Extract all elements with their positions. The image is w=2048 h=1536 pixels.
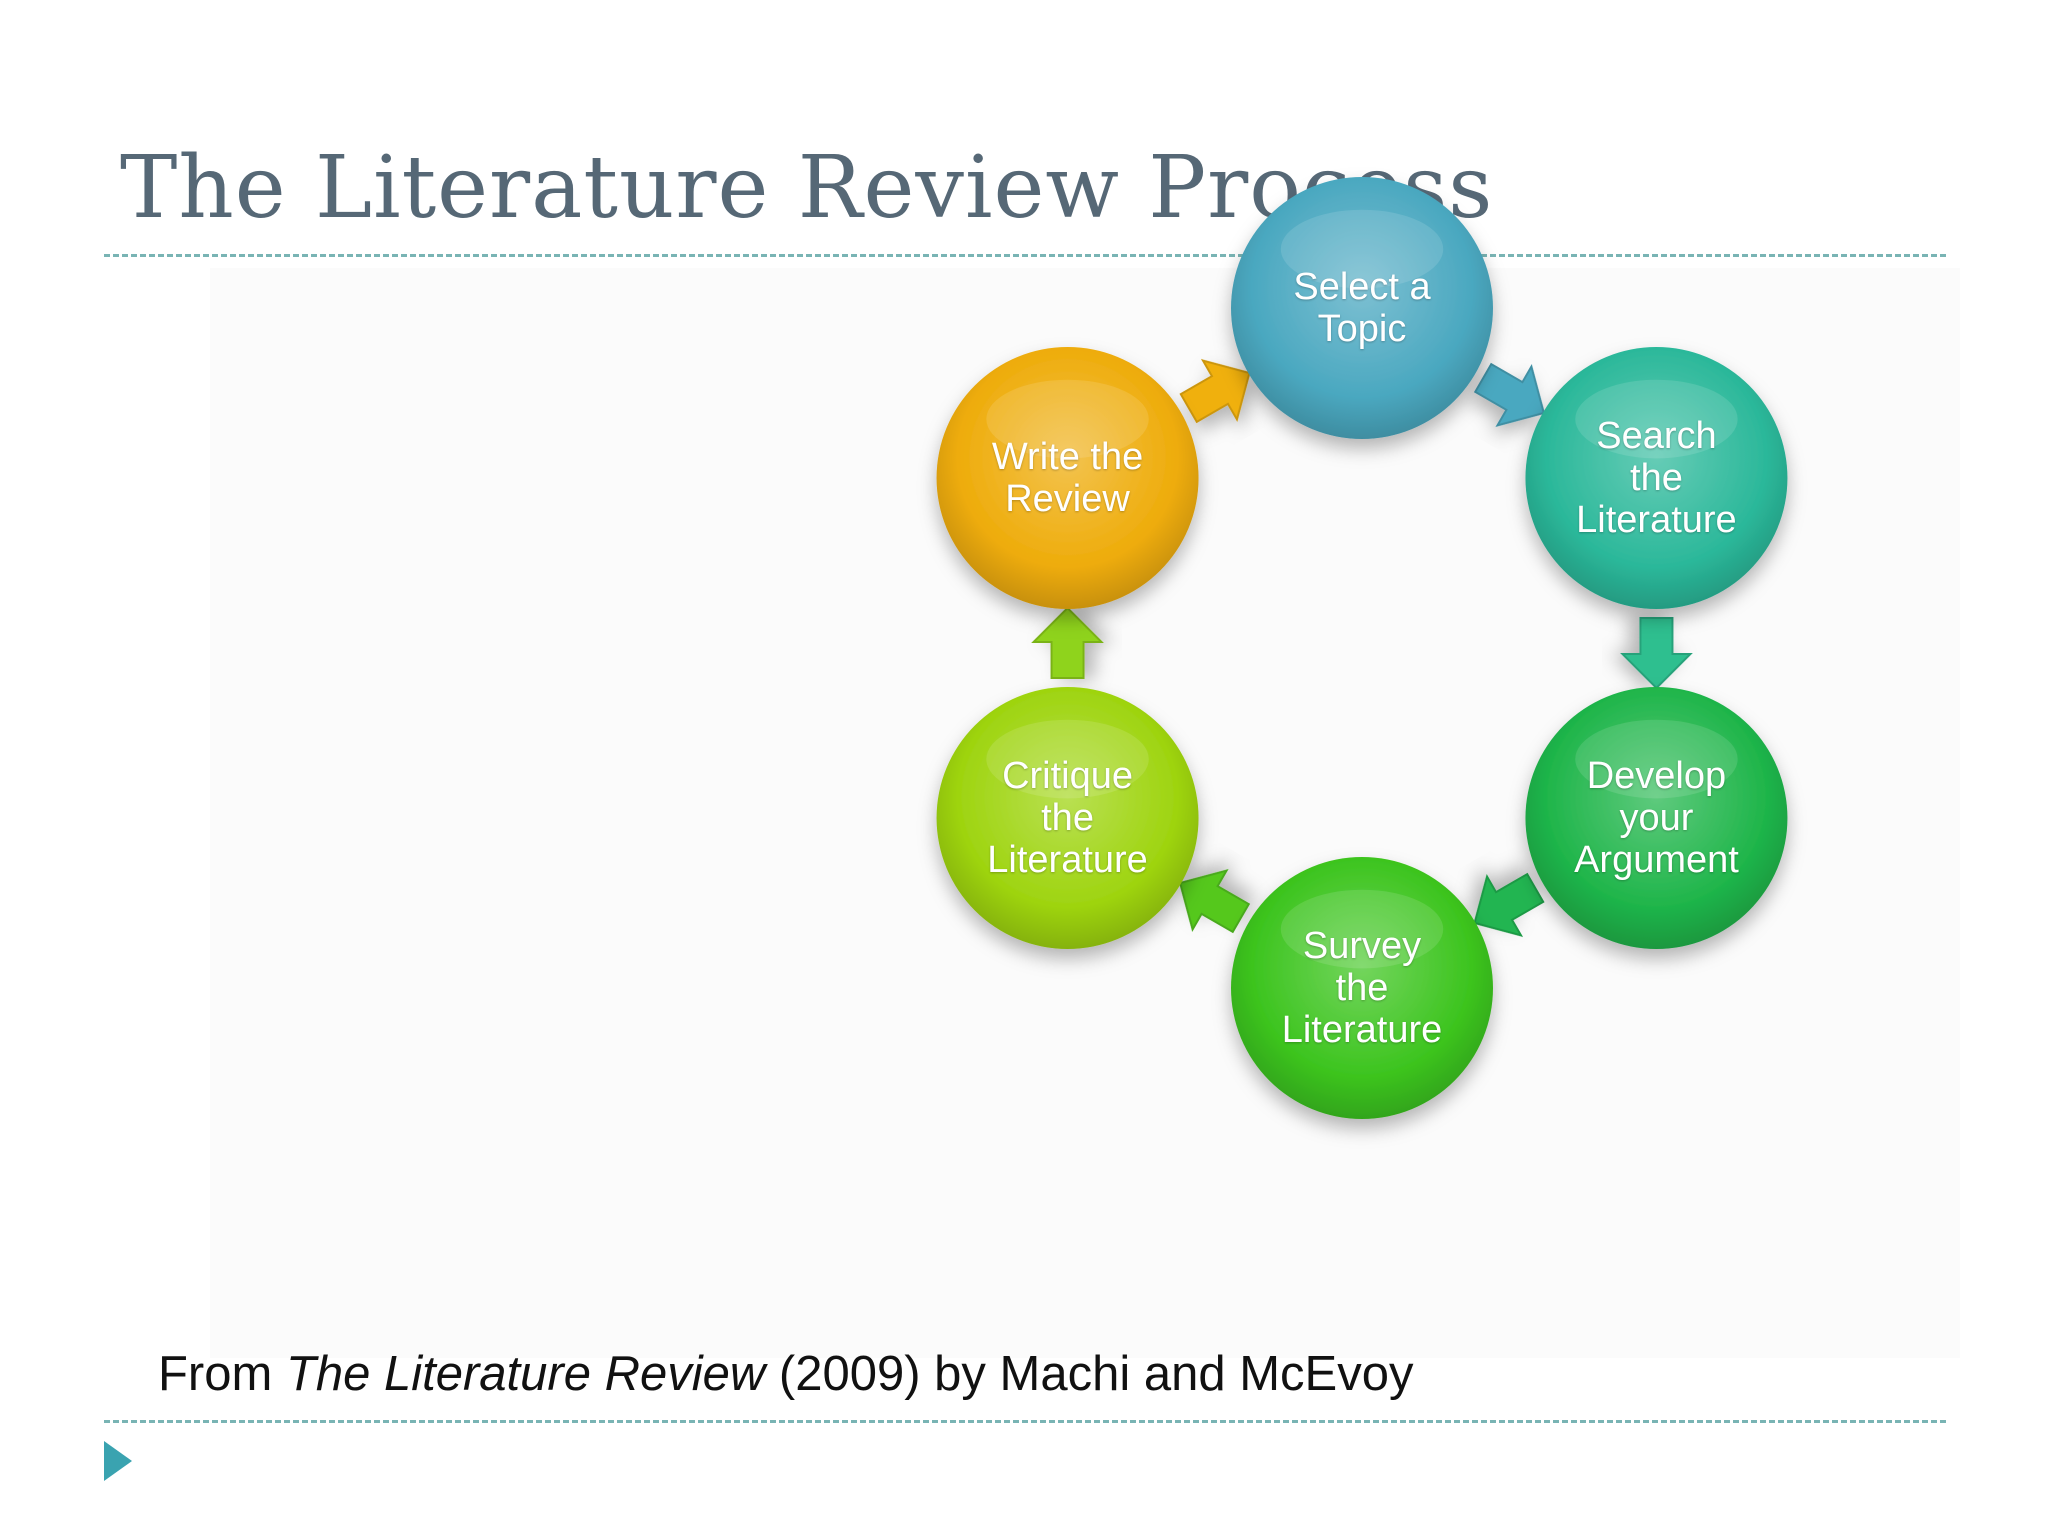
node-label-line: Literature <box>1281 1009 1443 1051</box>
arrow-shape <box>1473 872 1545 938</box>
node-label-line: Critique <box>1002 755 1134 797</box>
slide-title: The Literature Review Process <box>120 138 1494 238</box>
node-label-line: Write the <box>991 436 1144 478</box>
node-highlight <box>1575 719 1738 799</box>
node-label-line: Literature <box>987 839 1148 881</box>
source-caption: From The Literature Review (2009) by Mac… <box>158 1346 1413 1402</box>
node-label-line: Argument <box>1574 839 1739 881</box>
node-label-line: Survey <box>1302 925 1422 967</box>
caption-prefix: From <box>158 1347 286 1401</box>
node-label-line: the <box>1041 797 1094 839</box>
arrow-shape <box>1178 868 1251 934</box>
cycle-node-critique-the-literature <box>936 687 1199 949</box>
node-label-line: Review <box>1005 478 1130 520</box>
node-label-line: the <box>1630 457 1683 499</box>
node-highlight <box>1280 889 1444 969</box>
cycle-node-develop-your-argument <box>1525 687 1788 949</box>
cycle-node-survey-the-literature <box>1231 857 1493 1119</box>
triangle-right-icon <box>104 1441 132 1481</box>
node-highlight <box>986 379 1149 459</box>
node-label-line: Topic <box>1317 308 1407 350</box>
cycle-arrow-5 <box>1031 606 1104 679</box>
node-label-line: the <box>1335 967 1389 1009</box>
cycle-arrow-3 <box>1473 872 1545 938</box>
caption-book-title: The Literature Review <box>285 1347 766 1401</box>
cycle-arrow-4 <box>1178 868 1251 934</box>
footer-divider <box>104 1420 1946 1423</box>
cycle-node-select-a-topic <box>1231 177 1493 439</box>
node-label-line: Literature <box>1576 499 1737 541</box>
caption-suffix: (2009) by Machi and McEvoy <box>765 1347 1414 1401</box>
arrow-shape <box>1473 362 1546 428</box>
node-highlight <box>1280 209 1444 289</box>
node-highlight <box>986 719 1149 799</box>
arrow-shape <box>1620 617 1693 690</box>
arrow-shape <box>1179 358 1251 424</box>
node-label-line: Search <box>1596 415 1717 457</box>
cycle-arrow-2 <box>1620 617 1693 690</box>
cycle-node-search-the-literature <box>1525 347 1788 609</box>
node-label-line: Select a <box>1293 266 1431 308</box>
node-label-line: your <box>1619 797 1694 839</box>
title-divider <box>104 254 1946 257</box>
cycle-arrow-6 <box>1179 358 1251 424</box>
node-highlight <box>1575 379 1738 459</box>
cycle-arrow-1 <box>1473 362 1546 428</box>
cycle-node-write-the-review <box>936 347 1199 609</box>
arrow-shape <box>1031 606 1104 679</box>
node-label-line: Develop <box>1586 755 1727 797</box>
